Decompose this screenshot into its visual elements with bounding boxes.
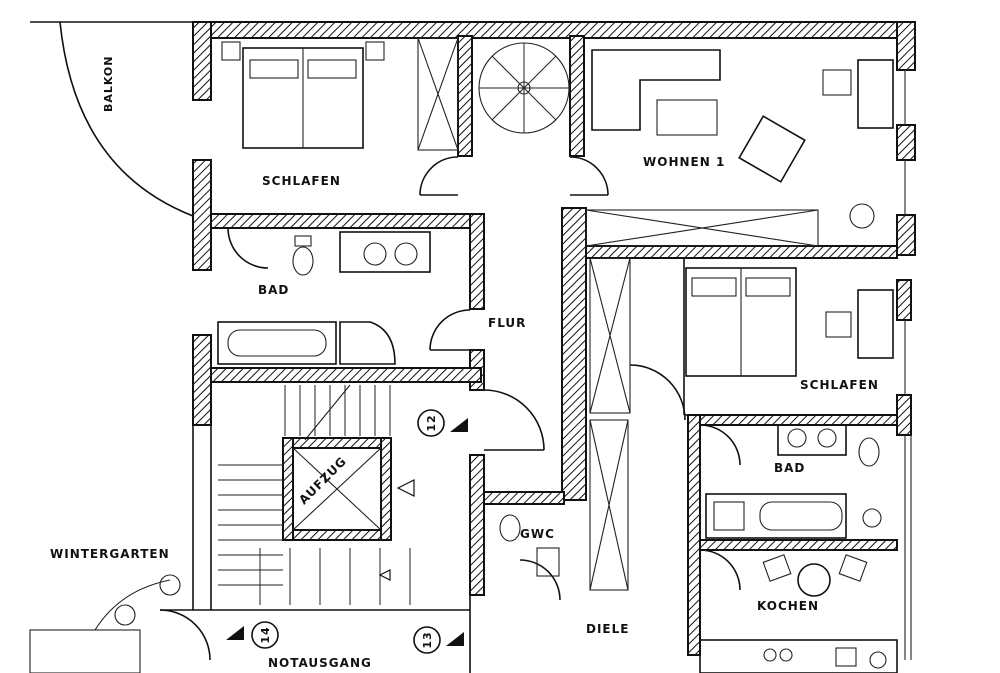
room-label-diele: DIELE: [586, 622, 629, 636]
section-marker-12: 12: [417, 409, 468, 437]
walls: [192, 21, 916, 656]
section-markers: 12 13 14: [226, 409, 468, 654]
svg-text:13: 13: [421, 631, 434, 648]
stair-arrow-icon: [396, 479, 415, 497]
linework: [30, 21, 912, 673]
room-label-wintergarten: WINTERGARTEN: [50, 547, 170, 561]
room-label-flur: FLUR: [488, 316, 526, 330]
doors: [159, 156, 741, 661]
room-label-schlafen-1: SCHLAFEN: [262, 174, 341, 188]
room-label-bad-2: BAD: [774, 461, 805, 475]
furniture: [29, 41, 898, 673]
stair-arrow-icon: [378, 569, 391, 581]
room-label-bad-1: BAD: [258, 283, 289, 297]
room-label-aufzug: AUFZUG: [296, 454, 349, 507]
room-label-notausgang: NOTAUSGANG: [268, 656, 372, 670]
svg-text:12: 12: [425, 414, 438, 431]
room-label-schlafen-2: SCHLAFEN: [800, 378, 879, 392]
room-label-wohnen-1: WOHNEN 1: [643, 155, 725, 169]
room-label-gwc: GWC: [520, 527, 555, 541]
room-label-balkon: BALKON: [102, 56, 115, 113]
section-marker-14: 14: [226, 621, 279, 649]
section-marker-13: 13: [413, 626, 464, 654]
room-label-kochen: KOCHEN: [757, 599, 819, 613]
svg-text:14: 14: [259, 626, 272, 643]
